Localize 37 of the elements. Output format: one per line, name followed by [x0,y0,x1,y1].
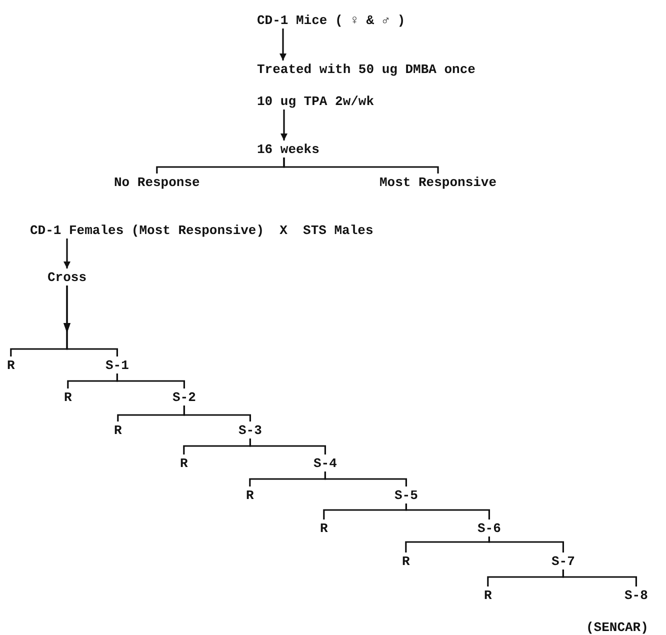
branch-connector [405,504,490,520]
branch-connector [116,374,185,388]
arrow [280,110,288,140]
generation-label: S-8 [624,588,648,602]
generation-label: R [64,390,72,404]
step-label: No Response [114,174,200,190]
branch-connector [249,438,326,454]
arrow [280,28,286,60]
arrow [64,238,70,268]
generation-label: S-4 [314,456,337,470]
generation-label: R [402,554,410,568]
generation-label: S-6 [478,520,501,536]
step-label: 10 ug TPA 2w/wk [257,94,374,108]
generation-label: R [114,422,122,438]
generation-label: S-2 [172,390,196,404]
step-label: Most Responsive [380,174,497,190]
strain-caption: (SENCAR) [586,620,648,634]
generation-label: R [320,520,328,536]
branch-connector [324,472,407,486]
generation-label: R [246,488,254,502]
branch-connector [64,286,118,356]
branch-connector [283,158,439,174]
step-label: CD-1 Females (Most Responsive) X STS Males [30,222,374,238]
generation-label: R [180,456,188,470]
generation-label: R [484,588,492,602]
generation-label: S-1 [106,358,129,372]
step-label: 16 weeks [257,142,320,156]
step-label: CD-1 Mice ( ♀ & ♂ ) [257,12,406,28]
step-label: Cross [48,270,87,284]
generation-label: R [7,358,15,372]
step-label: Treated with 50 ug DMBA once [257,62,476,76]
generation-label: S-5 [394,488,418,502]
branch-connector [183,406,251,422]
generation-label: S-7 [552,554,575,568]
generation-label: S-3 [238,422,262,438]
branch-connector [562,570,637,586]
branch-connector [488,536,564,552]
